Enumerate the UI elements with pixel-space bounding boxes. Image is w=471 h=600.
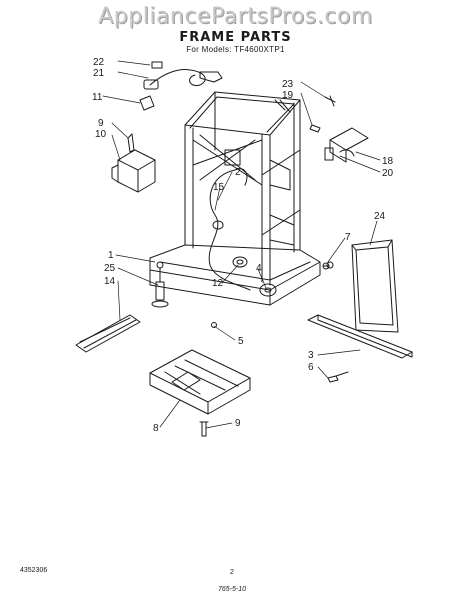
callout-numbers: 22 21 11 9 10 23 19 2 15 18 20 24 7 1 25… [92, 57, 394, 434]
callout-20: 20 [382, 168, 394, 179]
callout-10: 10 [95, 129, 107, 140]
callout-8: 8 [153, 423, 159, 434]
callout-14: 14 [104, 276, 116, 287]
revision-code: 765-5-10 [218, 586, 247, 593]
callout-21: 21 [93, 68, 105, 79]
callout-4: 4 [256, 263, 262, 274]
callout-23: 23 [282, 79, 294, 90]
junction-box [111, 133, 156, 193]
callout-12: 12 [212, 278, 224, 289]
callout-22: 22 [93, 57, 105, 68]
doc-number: 4352306 [20, 567, 48, 574]
leveling-foot [151, 267, 169, 308]
callout-11: 11 [92, 92, 103, 103]
screw-5 [211, 322, 217, 328]
callout-6: 6 [308, 362, 314, 373]
screw-9-bottom [199, 421, 209, 437]
drip-tray [149, 349, 251, 415]
strain-relief [139, 95, 155, 111]
leader-lines [102, 60, 381, 429]
callout-1: 1 [108, 250, 114, 261]
watermark: AppliancePartsPros.com [98, 4, 373, 29]
callout-18: 18 [382, 156, 394, 167]
terminal-bracket [324, 127, 369, 163]
callout-9-top: 9 [98, 118, 104, 129]
front-rail [75, 314, 141, 353]
callout-19: 19 [282, 90, 294, 101]
callout-3: 3 [308, 350, 314, 361]
side-panel [351, 239, 399, 333]
cabinet-frame [149, 91, 321, 306]
callout-25: 25 [104, 263, 116, 274]
callout-15: 15 [213, 182, 225, 193]
callout-9-bottom: 9 [235, 418, 241, 429]
page-title: FRAME PARTS [179, 30, 292, 45]
model-subtitle: For Models: TF4600XTP1 [186, 45, 285, 54]
power-cord [143, 61, 223, 90]
screw-7 [322, 262, 330, 270]
callout-24: 24 [374, 211, 386, 222]
screw-and-clip [309, 95, 336, 133]
callout-7: 7 [345, 232, 351, 243]
callout-2: 2 [235, 167, 241, 178]
base-grommets [156, 220, 334, 297]
callout-5: 5 [238, 336, 244, 347]
page-number: 2 [230, 569, 234, 576]
bottom-rail [307, 314, 413, 383]
